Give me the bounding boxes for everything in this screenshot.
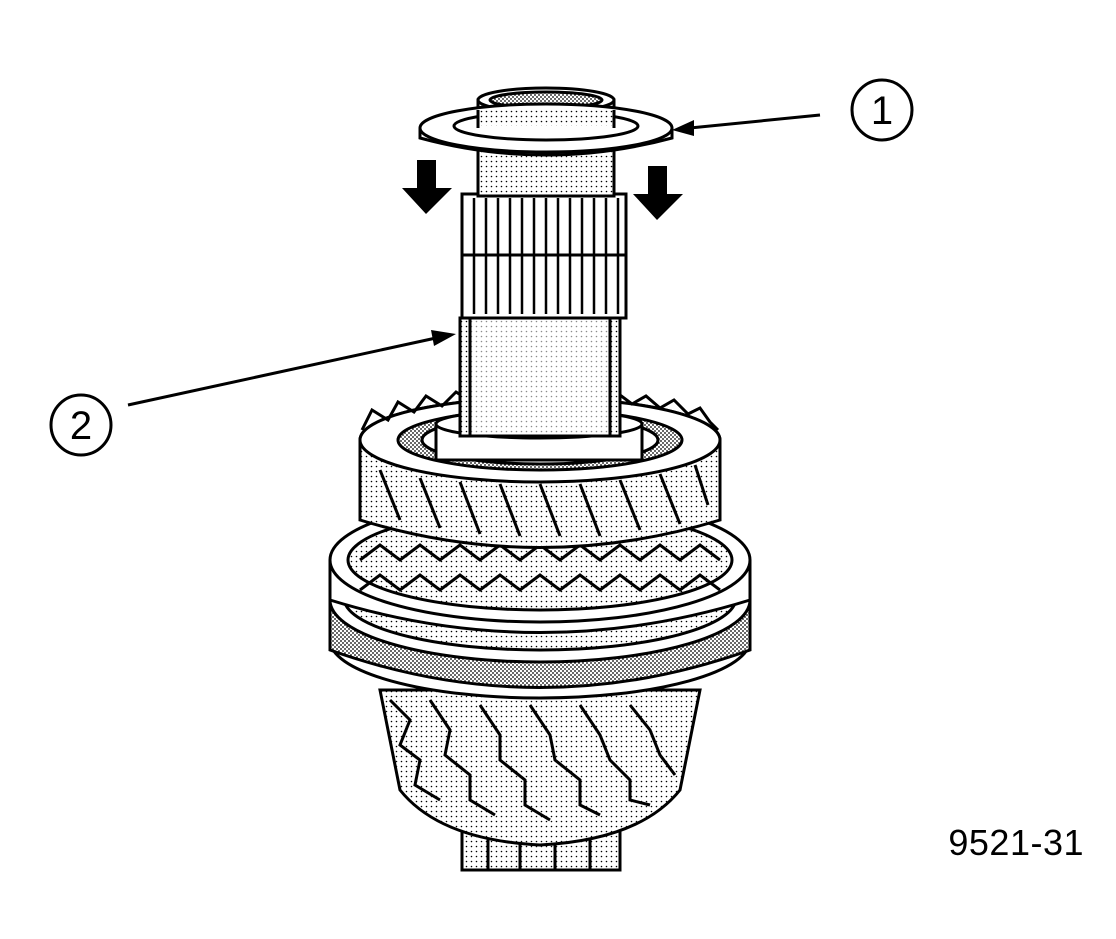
callout-2: 2 — [49, 393, 113, 457]
down-arrow-icon — [633, 166, 683, 220]
callout-2-label: 2 — [70, 404, 92, 448]
leader-line-2 — [127, 330, 456, 407]
callout-1: 1 — [850, 78, 914, 142]
splined-section — [460, 192, 628, 320]
figure-id: 9521-31 — [948, 822, 1084, 863]
lower-helical-gear — [378, 688, 702, 847]
thrust-washer — [418, 102, 674, 157]
callout-1-label: 1 — [871, 89, 893, 133]
leader-line-1 — [672, 113, 821, 136]
shaft-collar — [434, 316, 644, 462]
down-arrow-icon — [402, 160, 452, 214]
